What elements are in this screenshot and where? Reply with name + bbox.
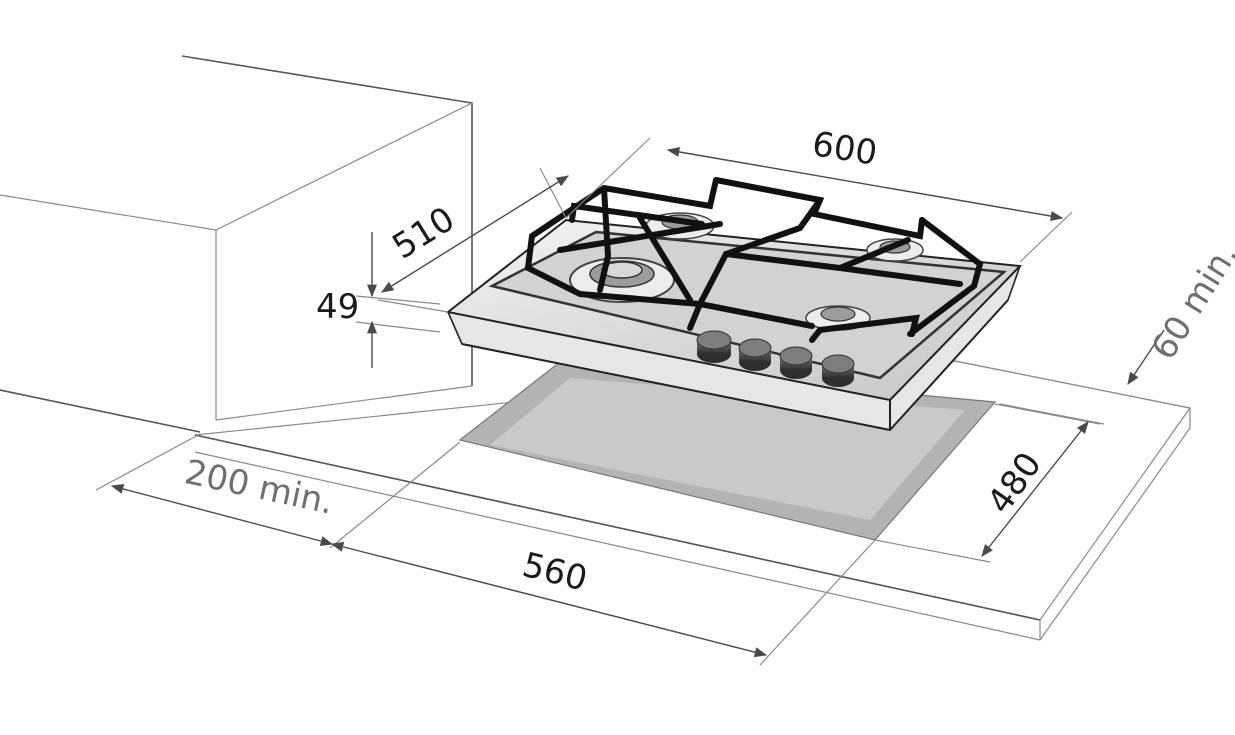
label-back-clearance: 60 min.: [1144, 236, 1235, 367]
dimension-arrow-icon: [380, 175, 570, 293]
control-knob-icon: [779, 346, 813, 379]
dimension-arrow-icon: [666, 146, 1064, 222]
control-knobs: [696, 330, 855, 387]
label-cutout-width: 560: [518, 545, 591, 600]
dimension-back-clearance: 60 min.: [999, 236, 1235, 425]
dimension-arrow-icon: [1127, 329, 1165, 386]
dimension-arrow-icon: [330, 541, 768, 658]
control-knob-icon: [696, 330, 732, 363]
control-knob-icon: [821, 354, 855, 387]
dimension-hob-height: 49: [316, 232, 441, 368]
label-hob-depth: 510: [386, 199, 462, 267]
label-hob-height: 49: [316, 287, 359, 327]
dimension-arrow-icon: [110, 484, 334, 546]
control-knob-icon: [738, 338, 772, 371]
gas-hob: [445, 177, 1023, 431]
dimension-side-clearance: 200 min.: [95, 433, 337, 546]
label-hob-width: 600: [809, 124, 879, 174]
label-side-clearance: 200 min.: [181, 452, 337, 522]
dimension-arrow-icon: [981, 421, 1089, 557]
